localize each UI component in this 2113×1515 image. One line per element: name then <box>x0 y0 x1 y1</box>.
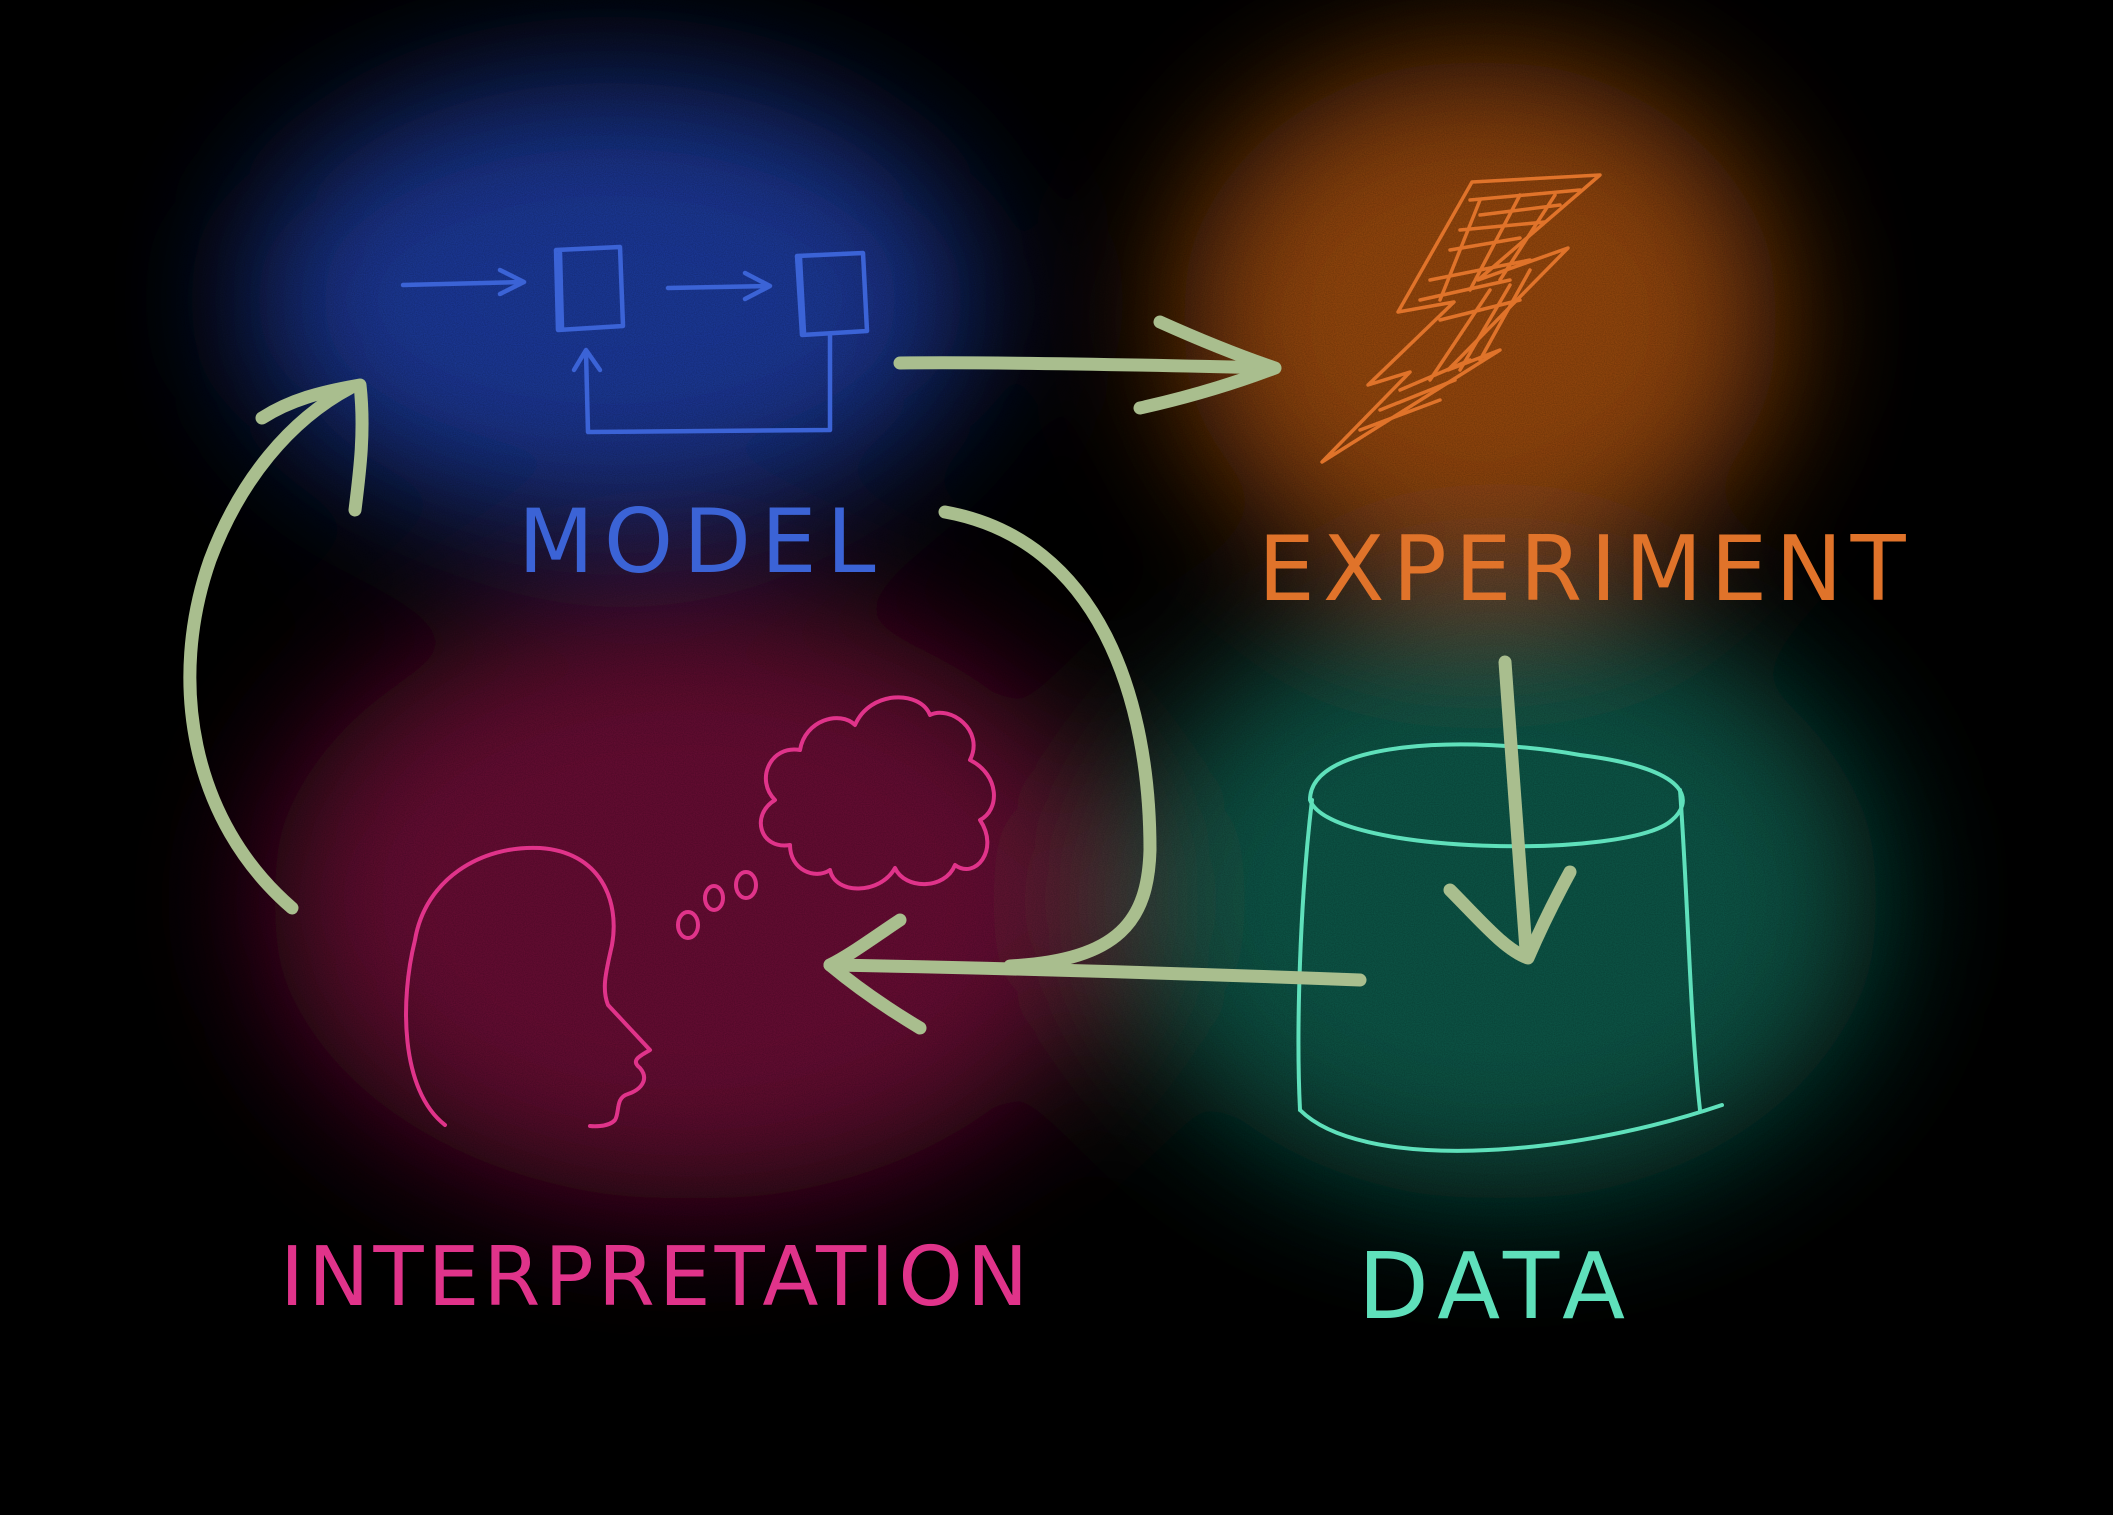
thinking-head-icon <box>404 695 996 1129</box>
lightning-bolt-icon <box>1320 173 1602 464</box>
arrow-data-to-interpretation <box>823 958 1367 987</box>
cycle-arrows <box>183 315 1577 1035</box>
arrow-model-to-experiment <box>893 356 1277 375</box>
data-label: DATA <box>1358 1233 1635 1340</box>
database-cylinder-icon <box>1296 742 1724 1153</box>
arrow-model-to-interpretation-sweep <box>938 505 1157 973</box>
experiment-label: EXPERIMENT <box>1258 517 1914 622</box>
arrow-experiment-to-data-head <box>1443 865 1577 965</box>
model-label: MODEL <box>518 490 886 593</box>
arrow-experiment-to-data <box>1498 655 1533 957</box>
arrow-model-to-experiment-head <box>1133 315 1282 415</box>
arrow-data-to-interpretation-head <box>823 913 927 1035</box>
block-diagram-icon <box>400 244 870 435</box>
arrow-interpretation-to-model <box>183 381 357 915</box>
arrow-interpretation-to-model-head <box>255 378 369 517</box>
interpretation-label: INTERPRETATION <box>280 1230 1032 1325</box>
